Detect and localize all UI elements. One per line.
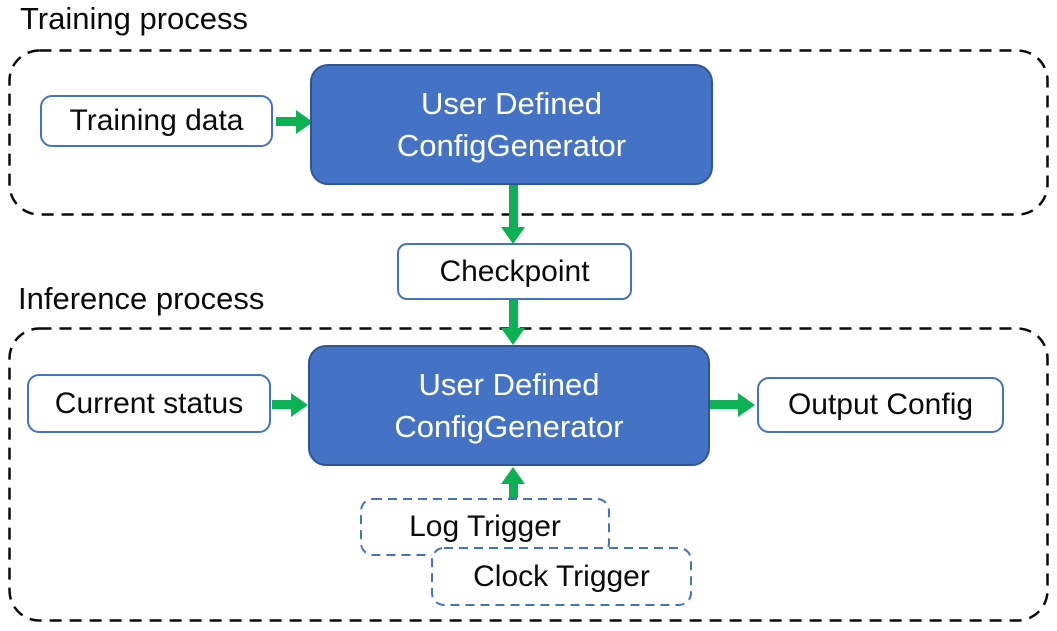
training-container (8, 49, 1049, 216)
training-process-title: Training process (20, 1, 249, 36)
arrow-training-data-to-generator-head (296, 110, 313, 134)
arrow-current-status-to-generator-head (291, 393, 308, 417)
arrow-checkpoint-to-inference-generator-stem (509, 300, 518, 329)
checkpoint-label: Checkpoint (439, 254, 590, 288)
training-generator-label-line2: ConfigGenerator (396, 127, 627, 163)
current-status-label: Current status (54, 386, 244, 420)
arrow-generator-to-output-config-stem (710, 400, 739, 409)
arrow-generator-to-output-config-head (738, 393, 755, 417)
output-config-label: Output Config (787, 388, 974, 421)
inference-process-title: Inference process (18, 281, 265, 316)
clock-trigger-box: Clock Trigger (431, 547, 692, 606)
arrow-training-data-to-generator-stem (276, 117, 297, 126)
inference-container-dashed-border (8, 327, 1049, 622)
inference-generator-label-line2: ConfigGenerator (394, 408, 624, 444)
inference-generator-box: User Defined ConfigGenerator (308, 345, 710, 466)
arrow-checkpoint-to-inference-generator-head (501, 328, 525, 345)
current-status-box: Current status (27, 374, 271, 433)
arrow-training-generator-to-checkpoint-stem (509, 185, 518, 228)
arrow-triggers-to-generator-stem (509, 483, 518, 498)
log-trigger-label: Log Trigger (409, 510, 561, 543)
checkpoint-box: Checkpoint (397, 243, 632, 300)
arrow-current-status-to-generator-stem (272, 400, 292, 409)
arrow-training-generator-to-checkpoint-head (501, 227, 525, 244)
training-generator-box: User Defined ConfigGenerator (310, 64, 713, 185)
clock-trigger-dashed-border (431, 547, 692, 606)
training-generator-label-line1: User Defined (421, 85, 602, 121)
inference-container (8, 327, 1049, 622)
output-config-box: Output Config (757, 377, 1004, 433)
training-data-label: Training data (69, 104, 244, 137)
training-data-box: Training data (40, 95, 273, 147)
training-container-dashed-border (8, 49, 1049, 216)
arrow-triggers-to-generator-head (501, 467, 525, 484)
clock-trigger-label: Clock Trigger (473, 559, 650, 593)
inference-generator-label-line1: User Defined (418, 366, 600, 402)
